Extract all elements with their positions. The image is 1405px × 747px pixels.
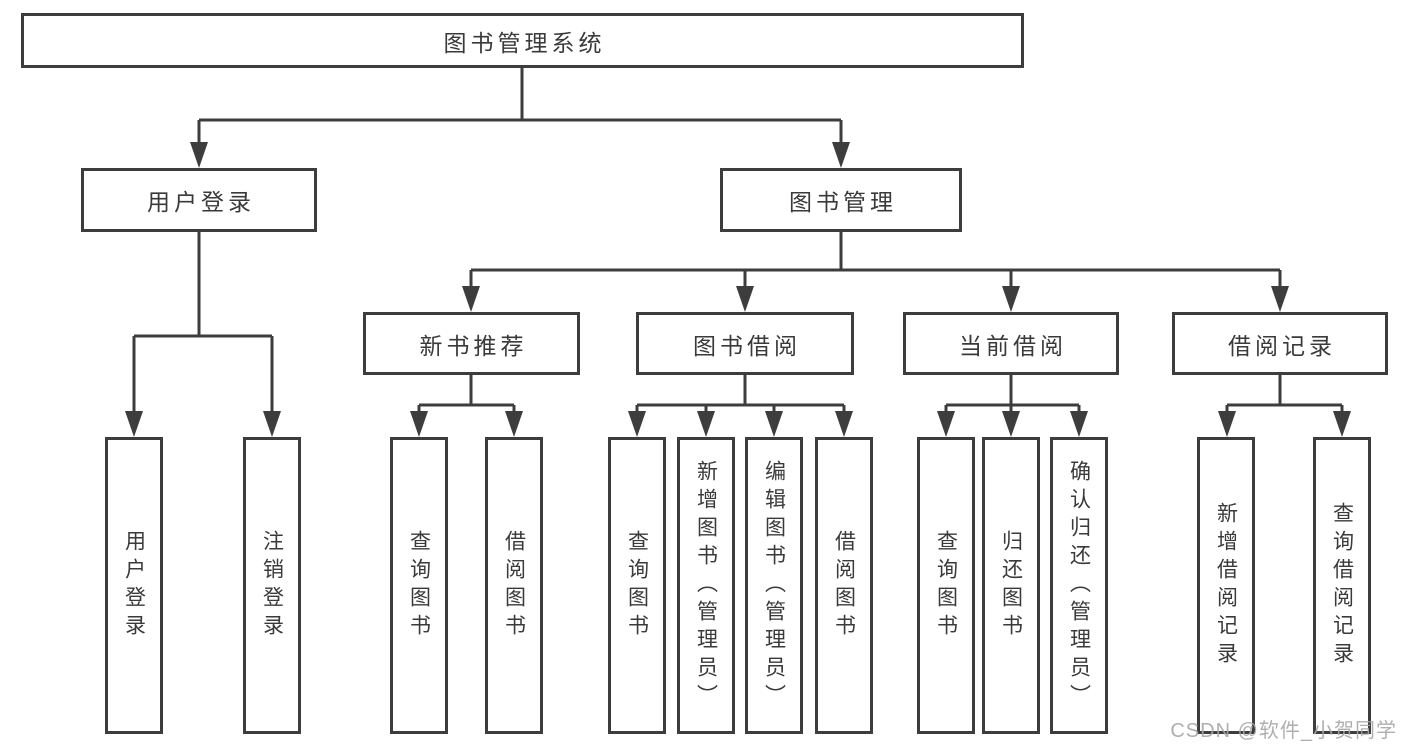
leaf-user-login: 用户登录	[105, 437, 163, 734]
node-label: 编辑图书（管理员）	[762, 459, 786, 712]
node-label: 查询图书	[625, 529, 649, 642]
node-label: 当前借阅	[959, 332, 1067, 359]
node-book-management: 图书管理	[720, 168, 962, 232]
leaf-logout: 注销登录	[243, 437, 301, 734]
node-user-login: 用户登录	[81, 168, 317, 232]
node-book-borrowing: 图书借阅	[636, 312, 854, 375]
node-borrowing-records: 借阅记录	[1172, 312, 1388, 375]
node-label: 借阅图书	[832, 529, 856, 642]
node-current-borrowing: 当前借阅	[903, 312, 1119, 375]
node-label: 新增借阅记录	[1214, 501, 1238, 670]
leaf-current-query-books: 查询图书	[917, 437, 975, 734]
node-label: 注销登录	[260, 529, 284, 642]
node-label: 归还图书	[999, 529, 1023, 642]
leaf-current-confirm-return-admin: 确认归还（管理员）	[1050, 437, 1108, 734]
node-label: 新书推荐	[419, 332, 528, 359]
node-label: 查询图书	[934, 529, 958, 642]
leaf-borrowing-add-book-admin: 新增图书（管理员）	[677, 437, 735, 734]
node-label: 图书借阅	[693, 332, 801, 359]
node-label: 确认归还（管理员）	[1067, 459, 1091, 712]
leaf-recommend-query-books: 查询图书	[390, 437, 448, 734]
leaf-borrowing-query-books: 查询图书	[608, 437, 666, 734]
node-label: 图书管理	[789, 189, 897, 215]
node-label: 查询借阅记录	[1330, 501, 1354, 670]
node-label: 用户登录	[122, 529, 146, 642]
leaf-recommend-borrow-books: 借阅图书	[485, 437, 543, 734]
csdn-watermark: CSDN @软件_小贺同学	[1170, 720, 1397, 742]
node-new-book-recommend: 新书推荐	[363, 312, 580, 375]
node-label: 图书管理系统	[443, 29, 606, 56]
node-library-management-system: 图书管理系统	[21, 13, 1024, 68]
leaf-borrowing-borrow-books: 借阅图书	[815, 437, 873, 734]
node-label: 借阅记录	[1228, 332, 1336, 359]
leaf-records-add-record: 新增借阅记录	[1197, 437, 1255, 734]
leaf-borrowing-edit-book-admin: 编辑图书（管理员）	[745, 437, 803, 734]
node-label: 借阅图书	[502, 529, 526, 642]
node-label: 新增图书（管理员）	[694, 459, 718, 712]
node-label: 用户登录	[147, 189, 255, 215]
arrowheads	[125, 142, 1351, 437]
leaf-current-return-books: 归还图书	[982, 437, 1040, 734]
leaf-records-query-record: 查询借阅记录	[1313, 437, 1371, 734]
node-label: 查询图书	[407, 529, 431, 642]
